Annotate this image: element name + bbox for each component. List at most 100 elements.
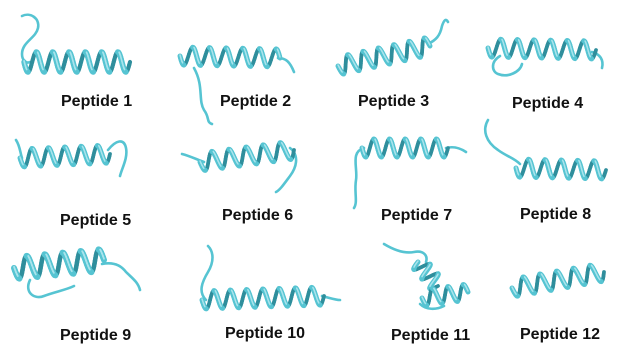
peptide-10-helix-highlight: [221, 305, 222, 306]
peptide-2-helix-highlight: [182, 61, 183, 62]
peptide-11-helix-a-highlight: [414, 266, 415, 267]
peptide-7-helix-highlight: [395, 153, 396, 154]
peptide-1-helix-segment: [129, 62, 130, 65]
peptide-5-helix-highlight: [55, 162, 56, 163]
peptide-12-helix-highlight: [565, 284, 566, 285]
peptide-11-helix-a-segment: [436, 286, 438, 287]
peptide-5-helix-highlight: [71, 161, 72, 162]
peptide-4-label: Peptide 4: [512, 96, 583, 112]
peptide-6-label: Peptide 6: [222, 208, 293, 224]
peptide-4-helix-highlight: [573, 55, 574, 56]
peptide-3-helix: [338, 38, 430, 74]
peptide-8-helix-highlight: [551, 174, 552, 175]
peptide-3-helix-highlight: [372, 64, 373, 65]
peptide-6-helix-highlight: [288, 156, 289, 157]
peptide-3-helix-highlight: [387, 61, 388, 62]
peptide-5-helix-segment: [109, 154, 110, 156]
peptide-11-helix-b-highlight: [467, 289, 468, 291]
peptide-7-helix-segment: [447, 148, 448, 150]
peptide-10-label: Peptide 10: [225, 326, 305, 342]
peptide-1-helix: [24, 52, 130, 72]
peptide-3-label: Peptide 3: [358, 94, 429, 110]
peptide-12-label: Peptide 12: [520, 327, 600, 343]
peptide-7-helix-highlight: [380, 153, 381, 154]
peptide-7-helix-highlight: [411, 153, 412, 154]
peptide-4-helix-highlight: [523, 54, 524, 55]
peptide-8-helix-highlight: [583, 175, 584, 176]
peptide-6-helix-highlight: [271, 158, 272, 159]
peptide-5-helix-highlight: [88, 160, 89, 161]
peptide-11-helix-b-highlight: [425, 302, 426, 303]
peptide-10-helix-highlight: [269, 303, 270, 304]
peptide-4-helix-highlight: [490, 53, 491, 54]
peptide-6-helix-highlight: [237, 163, 238, 164]
peptide-9-helix-highlight: [71, 270, 72, 272]
peptide-1-helix-highlight: [59, 68, 60, 70]
peptide-6-helix-highlight: [220, 165, 221, 166]
peptide-4-helix-highlight: [507, 54, 508, 55]
peptide-6-helix-highlight: [254, 160, 255, 161]
peptide-6-helix: [200, 143, 294, 171]
peptide-2-helix-highlight: [279, 55, 280, 57]
peptide-9-helix-highlight: [103, 256, 104, 259]
peptide-9-coil-b: [102, 263, 140, 290]
peptide-3-helix-highlight: [341, 71, 342, 72]
peptide-7-label: Peptide 7: [381, 208, 452, 224]
peptide-7-helix-highlight: [427, 153, 428, 154]
peptide-9-coil-a: [28, 280, 74, 297]
peptide-4-helix-highlight: [590, 55, 591, 56]
peptide-8-helix-highlight: [518, 173, 519, 174]
peptide-1-helix-highlight: [91, 68, 92, 70]
peptide-6-helix-highlight: [203, 167, 204, 168]
peptide-1-helix-highlight: [75, 68, 76, 70]
peptide-9-helix-highlight: [17, 274, 18, 276]
peptide-12-helix-highlight: [515, 293, 516, 294]
peptide-4-helix-segment: [595, 50, 596, 52]
peptide-3-helix-highlight: [429, 43, 430, 45]
peptide-10-helix-highlight: [237, 304, 238, 305]
peptide-2-helix-highlight: [199, 62, 200, 63]
peptide-2-helix: [180, 47, 280, 67]
peptide-8-label: Peptide 8: [520, 207, 591, 223]
peptide-5-coil-b: [108, 141, 126, 176]
peptide-8-helix-highlight: [567, 175, 568, 176]
peptide-3-helix-highlight: [403, 57, 404, 58]
peptide-9-helix-highlight: [35, 273, 36, 275]
peptide-12-helix-highlight: [599, 278, 600, 279]
peptide-4-helix-highlight: [556, 55, 557, 56]
peptide-7-helix-highlight: [364, 153, 365, 154]
peptide-3-helix-highlight: [357, 67, 358, 68]
peptide-5-label: Peptide 5: [60, 213, 131, 229]
peptide-12-helix-highlight: [549, 287, 550, 288]
peptide-12-helix: [512, 265, 604, 296]
peptide-2-helix-highlight: [265, 63, 266, 64]
peptide-11-helix-b-highlight: [440, 300, 441, 301]
peptide-1-label: Peptide 1: [61, 94, 132, 110]
peptide-9-helix-highlight: [89, 268, 90, 270]
peptide-11-helix-a-highlight: [430, 285, 431, 286]
peptide-11-helix-a: [414, 261, 439, 289]
peptide-5-coil-a: [16, 140, 22, 158]
peptide-2-helix-highlight: [249, 63, 250, 64]
peptide-8-helix-highlight: [600, 175, 601, 176]
peptide-7-helix-highlight: [442, 153, 443, 154]
peptide-5-helix: [20, 146, 110, 167]
peptide-9-label: Peptide 9: [60, 328, 131, 344]
peptide-10-helix-highlight: [286, 303, 287, 304]
peptide-1-helix-highlight: [26, 68, 27, 70]
peptide-1-helix-highlight: [42, 68, 43, 70]
peptide-2-label: Peptide 2: [220, 94, 291, 110]
peptide-12-helix-highlight: [532, 290, 533, 291]
peptide-2-helix-highlight: [232, 62, 233, 63]
peptide-8-coil: [485, 120, 520, 164]
peptide-5-helix-highlight: [22, 163, 23, 164]
peptide-11-helix-a-highlight: [422, 275, 423, 276]
peptide-10-helix-highlight: [204, 305, 205, 306]
peptide-1-helix-highlight: [124, 68, 125, 70]
peptide-8-helix-highlight: [534, 174, 535, 175]
peptide-4-helix-highlight: [540, 54, 541, 55]
peptide-3-coil: [428, 20, 448, 44]
peptide-11-helix-b-highlight: [455, 298, 456, 299]
